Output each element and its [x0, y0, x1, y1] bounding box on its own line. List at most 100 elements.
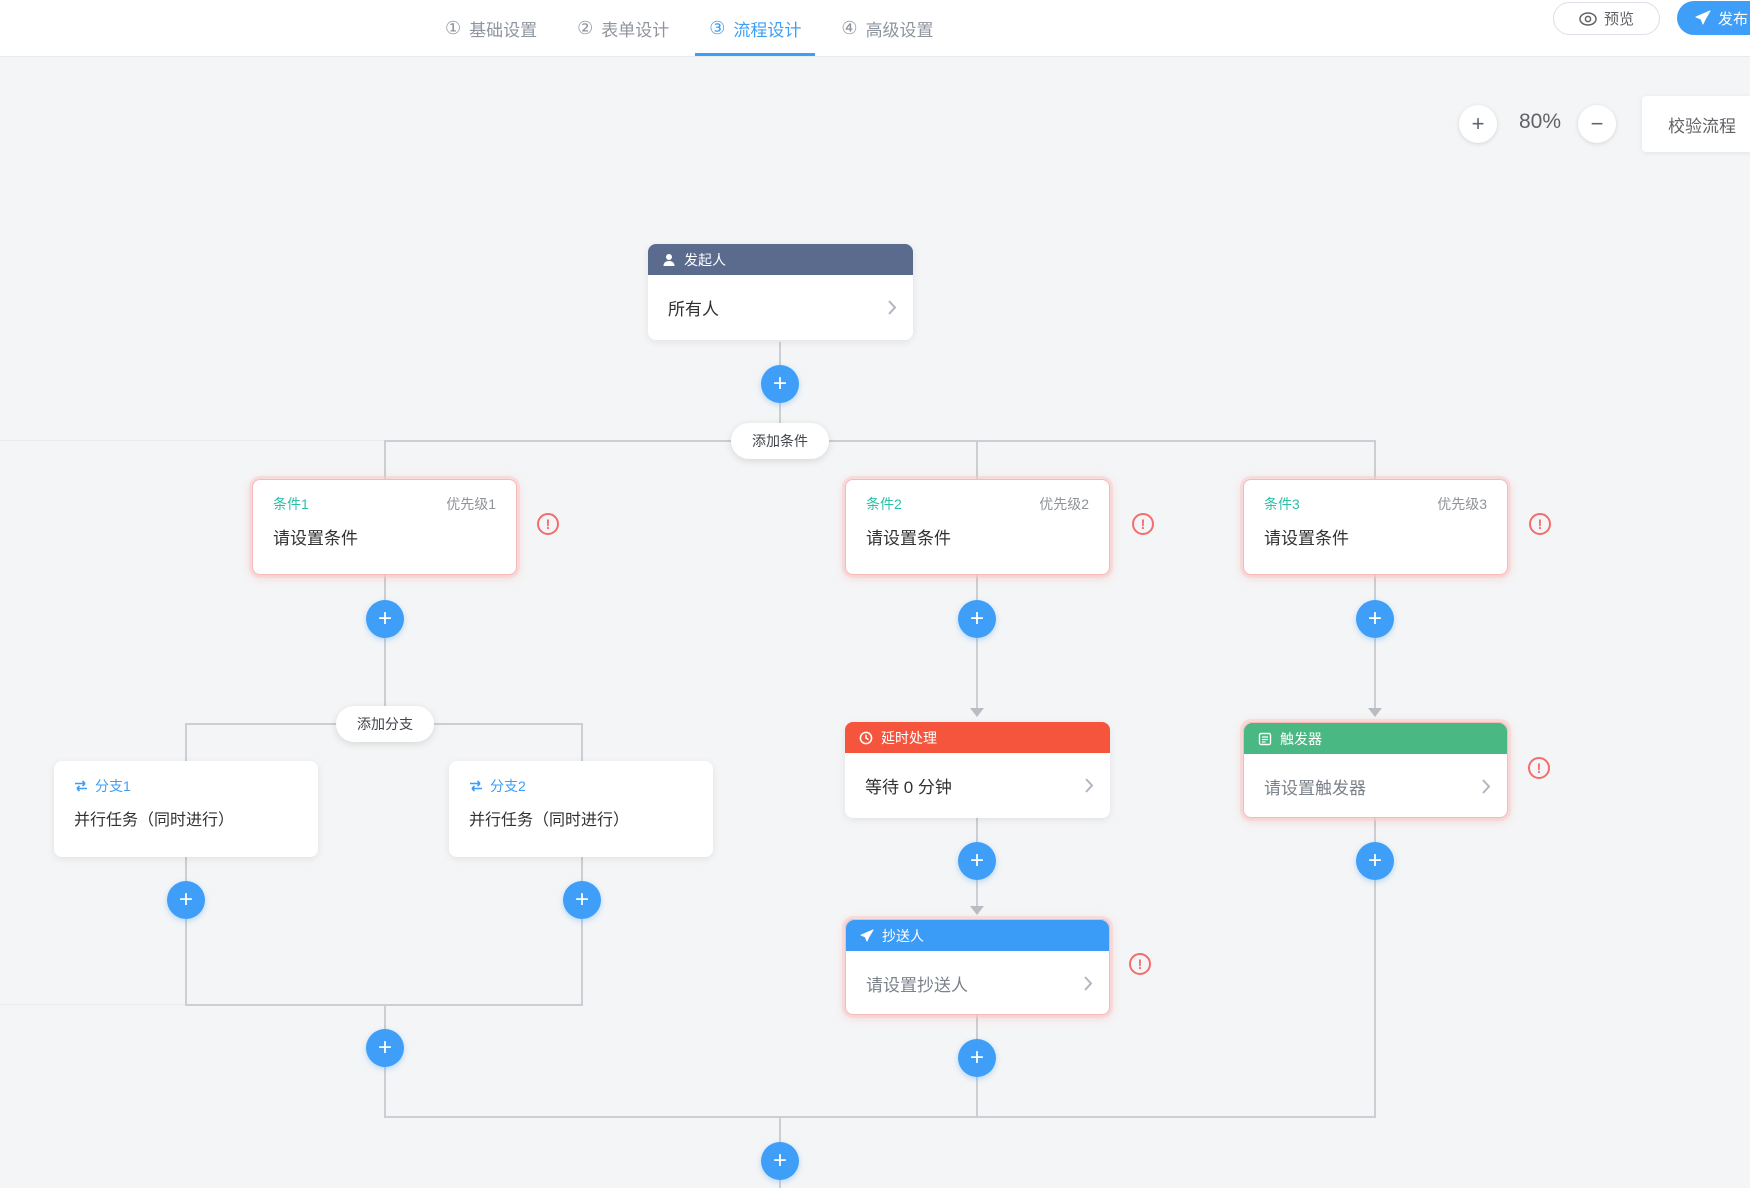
arrow-down-icon — [970, 708, 984, 717]
zoom-level: 80% — [1518, 110, 1562, 133]
add-node-button[interactable]: + — [958, 600, 996, 638]
plus-icon: + — [1367, 605, 1382, 632]
warning-icon: ! — [1129, 953, 1151, 975]
add-node-button[interactable]: + — [761, 1142, 799, 1180]
arrow-down-icon — [1368, 708, 1382, 717]
branch-body: 并行任务（同时进行） — [469, 812, 630, 829]
clock-icon — [859, 731, 873, 744]
step-number-icon: ② — [577, 17, 594, 38]
condition-priority: 优先级3 — [1437, 496, 1487, 512]
plus-icon: + — [969, 605, 984, 632]
step-number-icon: ③ — [709, 17, 726, 38]
initiator-title: 发起人 — [684, 251, 726, 268]
branch-title: 分支1 — [95, 778, 131, 794]
chevron-right-icon — [1482, 779, 1491, 794]
publish-button[interactable]: 发布 — [1677, 1, 1750, 35]
add-condition-button[interactable]: 添加条件 — [731, 423, 829, 459]
tab-flow-design[interactable]: ③ 流程设计 — [695, 0, 815, 56]
delay-node[interactable]: 延时处理 等待 0 分钟 — [845, 722, 1110, 818]
delay-title: 延时处理 — [881, 729, 937, 746]
tab-form-design[interactable]: ② 表单设计 — [563, 0, 683, 56]
plus-icon: + — [969, 847, 984, 874]
connector-line — [1374, 818, 1376, 1117]
add-node-button[interactable]: + — [563, 881, 601, 919]
paper-plane-icon — [1695, 10, 1711, 25]
tab-basic-settings[interactable]: ① 基础设置 — [431, 0, 551, 56]
condition-node-2[interactable]: 条件2 优先级2 请设置条件 — [845, 479, 1110, 575]
add-node-button[interactable]: + — [958, 1039, 996, 1077]
tab-advanced-settings[interactable]: ④ 高级设置 — [827, 0, 947, 56]
add-branch-button[interactable]: 添加分支 — [336, 706, 434, 742]
connector-line — [384, 440, 386, 724]
connector-line — [581, 723, 583, 761]
connector-line — [185, 723, 187, 761]
plus-icon: + — [574, 886, 589, 913]
preview-button[interactable]: 预览 — [1553, 2, 1660, 35]
zoom-in-button[interactable]: + — [1459, 105, 1497, 143]
trigger-icon — [1258, 732, 1272, 745]
trigger-node-header: 触发器 — [1244, 723, 1507, 754]
add-node-button[interactable]: + — [366, 1029, 404, 1067]
delay-node-header: 延时处理 — [845, 722, 1110, 753]
tab-label: 表单设计 — [601, 20, 670, 40]
parallel-icon — [470, 780, 482, 792]
connector-line — [0, 1004, 186, 1005]
parallel-icon — [75, 780, 87, 792]
validate-flow-button[interactable]: 校验流程 — [1642, 96, 1750, 152]
publish-label: 发布 — [1718, 10, 1749, 28]
warning-icon: ! — [1132, 513, 1154, 535]
cc-node[interactable]: 抄送人 请设置抄送人 — [845, 919, 1110, 1015]
person-icon — [663, 253, 675, 266]
condition-node-1[interactable]: 条件1 优先级1 请设置条件 — [252, 479, 517, 575]
add-node-button[interactable]: + — [958, 842, 996, 880]
branch-title: 分支2 — [490, 778, 526, 794]
condition-priority: 优先级1 — [446, 496, 496, 512]
branch-body: 并行任务（同时进行） — [74, 812, 235, 829]
initiator-value: 所有人 — [668, 300, 719, 319]
step-tabs: ① 基础设置 ② 表单设计 ③ 流程设计 ④ 高级设置 — [431, 0, 948, 56]
cc-title: 抄送人 — [882, 927, 924, 944]
connector-line — [185, 857, 187, 1005]
add-node-button[interactable]: + — [1356, 842, 1394, 880]
condition-title: 条件1 — [273, 496, 309, 512]
initiator-node[interactable]: 发起人 所有人 — [648, 244, 913, 340]
connector-line — [976, 440, 978, 712]
preview-label: 预览 — [1603, 11, 1634, 28]
condition-node-3[interactable]: 条件3 优先级3 请设置条件 — [1243, 479, 1508, 575]
plus-icon: + — [377, 605, 392, 632]
chevron-right-icon — [1084, 976, 1093, 991]
tab-label: 基础设置 — [469, 20, 538, 40]
warning-icon: ! — [1528, 757, 1550, 779]
condition-placeholder: 请设置条件 — [866, 529, 951, 548]
branch-node-1[interactable]: 分支1 并行任务（同时进行） — [54, 761, 318, 857]
tab-label: 高级设置 — [865, 20, 934, 40]
add-branch-label: 添加分支 — [357, 716, 413, 732]
tab-label: 流程设计 — [733, 20, 802, 40]
plus-icon: + — [1367, 847, 1382, 874]
minus-icon: − — [1590, 111, 1604, 136]
condition-placeholder: 请设置条件 — [1264, 529, 1349, 548]
plus-icon: + — [772, 1147, 787, 1174]
top-header-bar: ① 基础设置 ② 表单设计 ③ 流程设计 ④ 高级设置 预览 发布 — [0, 0, 1750, 57]
cc-placeholder: 请设置抄送人 — [866, 976, 968, 995]
condition-priority: 优先级2 — [1039, 496, 1089, 512]
add-node-button[interactable]: + — [761, 365, 799, 403]
condition-placeholder: 请设置条件 — [273, 529, 358, 548]
initiator-node-header: 发起人 — [648, 244, 913, 275]
warning-icon: ! — [537, 513, 559, 535]
branch-node-2[interactable]: 分支2 并行任务（同时进行） — [449, 761, 713, 857]
plus-icon: + — [178, 886, 193, 913]
chevron-right-icon — [888, 300, 897, 315]
paper-plane-icon — [860, 928, 874, 942]
add-node-button[interactable]: + — [167, 881, 205, 919]
trigger-placeholder: 请设置触发器 — [1264, 779, 1366, 798]
add-node-button[interactable]: + — [366, 600, 404, 638]
connector-line — [0, 440, 385, 441]
trigger-node[interactable]: 触发器 请设置触发器 — [1243, 722, 1508, 818]
condition-title: 条件3 — [1264, 496, 1300, 512]
connector-line — [384, 440, 1376, 442]
plus-icon: + — [969, 1044, 984, 1071]
zoom-out-button[interactable]: − — [1578, 105, 1616, 143]
plus-icon: + — [772, 370, 787, 397]
add-node-button[interactable]: + — [1356, 600, 1394, 638]
